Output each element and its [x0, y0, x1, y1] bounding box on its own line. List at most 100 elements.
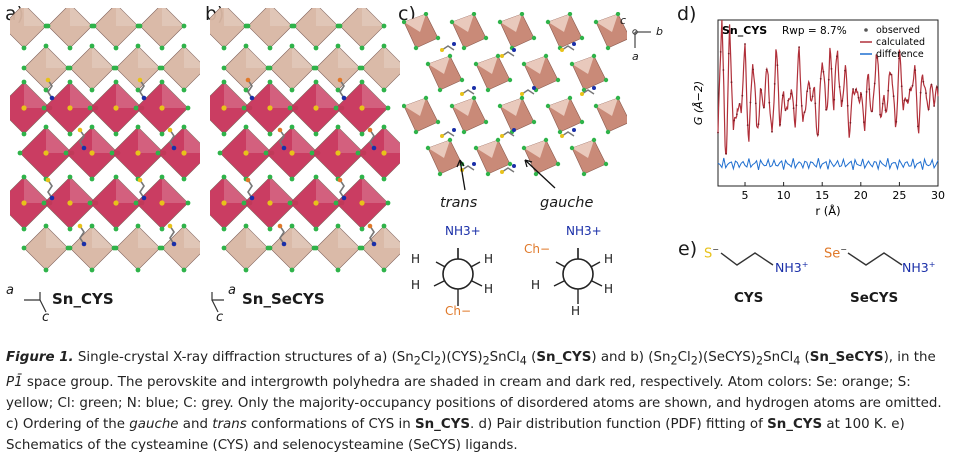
cl-atom [221, 79, 227, 85]
cl-atom [67, 45, 73, 51]
caption-part: conformations of CYS in [246, 416, 415, 432]
cl-atom [497, 19, 503, 25]
chalcogen-atom [245, 177, 251, 183]
octahedron-face [46, 226, 68, 248]
octahedron-face [292, 226, 314, 248]
octahedron-face [224, 82, 250, 108]
cl-atom [43, 87, 49, 93]
cl-atom [423, 12, 429, 17]
sn-center-atom [381, 150, 387, 156]
cl-atom [533, 171, 539, 177]
newman-trans-h4: H [484, 282, 494, 296]
cl-atom [221, 174, 227, 180]
ligand-chain [369, 225, 375, 245]
sn-center-atom [335, 150, 341, 156]
observed-point [798, 46, 800, 48]
n-atom [341, 195, 347, 201]
observed-point [890, 73, 892, 76]
s-atom [440, 134, 444, 138]
n-atom [171, 241, 177, 247]
octahedron-face [292, 46, 314, 68]
cl-atom [483, 35, 489, 41]
observed-point [881, 102, 884, 105]
observed-point [868, 88, 871, 91]
cl-atom [245, 23, 251, 29]
observed-point [925, 92, 927, 95]
observed-point [817, 133, 819, 136]
cl-atom [67, 245, 73, 251]
s-atom [520, 92, 524, 96]
cl-atom [113, 174, 119, 180]
octahedron-face [428, 56, 450, 74]
observed-point [873, 82, 876, 85]
ligand-chain [279, 129, 285, 149]
cl-atom [181, 87, 187, 93]
octahedron-face [246, 127, 272, 153]
ligand-chain [561, 131, 575, 137]
cl-atom [21, 65, 27, 71]
caption-sub: 4 [519, 354, 527, 368]
sn-center-atom [359, 200, 365, 206]
cl-atom [471, 95, 477, 101]
octahedron-face [548, 98, 570, 116]
s-atom [500, 134, 504, 138]
observed-point [857, 96, 860, 99]
cl-atom [335, 124, 341, 130]
observed-point [779, 123, 781, 126]
octahedron-face [116, 82, 142, 108]
x-tick-label: 5 [742, 189, 749, 202]
chalcogen-atom [337, 77, 343, 83]
cl-atom [21, 245, 27, 251]
n-atom [49, 95, 55, 101]
ligand-chain [521, 89, 535, 95]
rwp-annotation: Rwp = 8.7% [782, 25, 847, 37]
chalcogen-atom [277, 223, 283, 229]
observed-point [784, 109, 787, 111]
observed-point [752, 68, 754, 71]
observed-point [827, 78, 830, 81]
caption-part: Single-crystal X-ray diffraction structu… [73, 350, 414, 365]
ligand-chain [247, 79, 253, 99]
cl-atom [21, 131, 27, 137]
cl-atom [381, 176, 387, 182]
sn-center-atom [221, 105, 227, 111]
cl-atom [17, 150, 23, 156]
cl-atom [221, 245, 227, 251]
cl-atom [603, 161, 609, 167]
cl-atom [313, 131, 319, 137]
caption-sub: 2 [670, 354, 678, 368]
octahedron-face [162, 8, 184, 26]
observed-point [927, 108, 930, 111]
cl-atom [67, 65, 73, 71]
newman-gauche-h1: H [604, 252, 614, 266]
newman-gauche-left: Ch− [524, 242, 551, 256]
octahedron-face [362, 177, 388, 203]
octahedron-face [338, 127, 364, 153]
cl-atom [241, 105, 247, 111]
cl-atom [133, 105, 139, 111]
observed-point [884, 109, 887, 112]
axis-b-label-c: b [656, 25, 663, 38]
cl-atom [181, 23, 187, 29]
cl-atom [359, 245, 365, 251]
octahedron-face [184, 226, 200, 248]
octahedron-face [316, 8, 338, 26]
octahedron-face [70, 8, 92, 26]
cl-atom [313, 79, 319, 85]
cl-atom [605, 45, 611, 51]
observed-point [776, 64, 779, 67]
cl-atom [402, 103, 407, 109]
observed-point [754, 102, 757, 105]
observed-point [803, 111, 806, 114]
caption-spacegroup: P1̄ [6, 374, 23, 390]
observed-point [771, 130, 773, 133]
caption-sub: 2 [690, 354, 698, 368]
newman-trans-top: NH3+ [445, 224, 481, 238]
octahedron-face [224, 8, 246, 26]
cl-atom [267, 226, 273, 232]
chalcogen-atom [337, 177, 343, 183]
cl-atom [461, 45, 467, 51]
octahedron-face [384, 46, 400, 68]
octahedron-face [384, 127, 400, 153]
octahedron-face [184, 127, 200, 153]
